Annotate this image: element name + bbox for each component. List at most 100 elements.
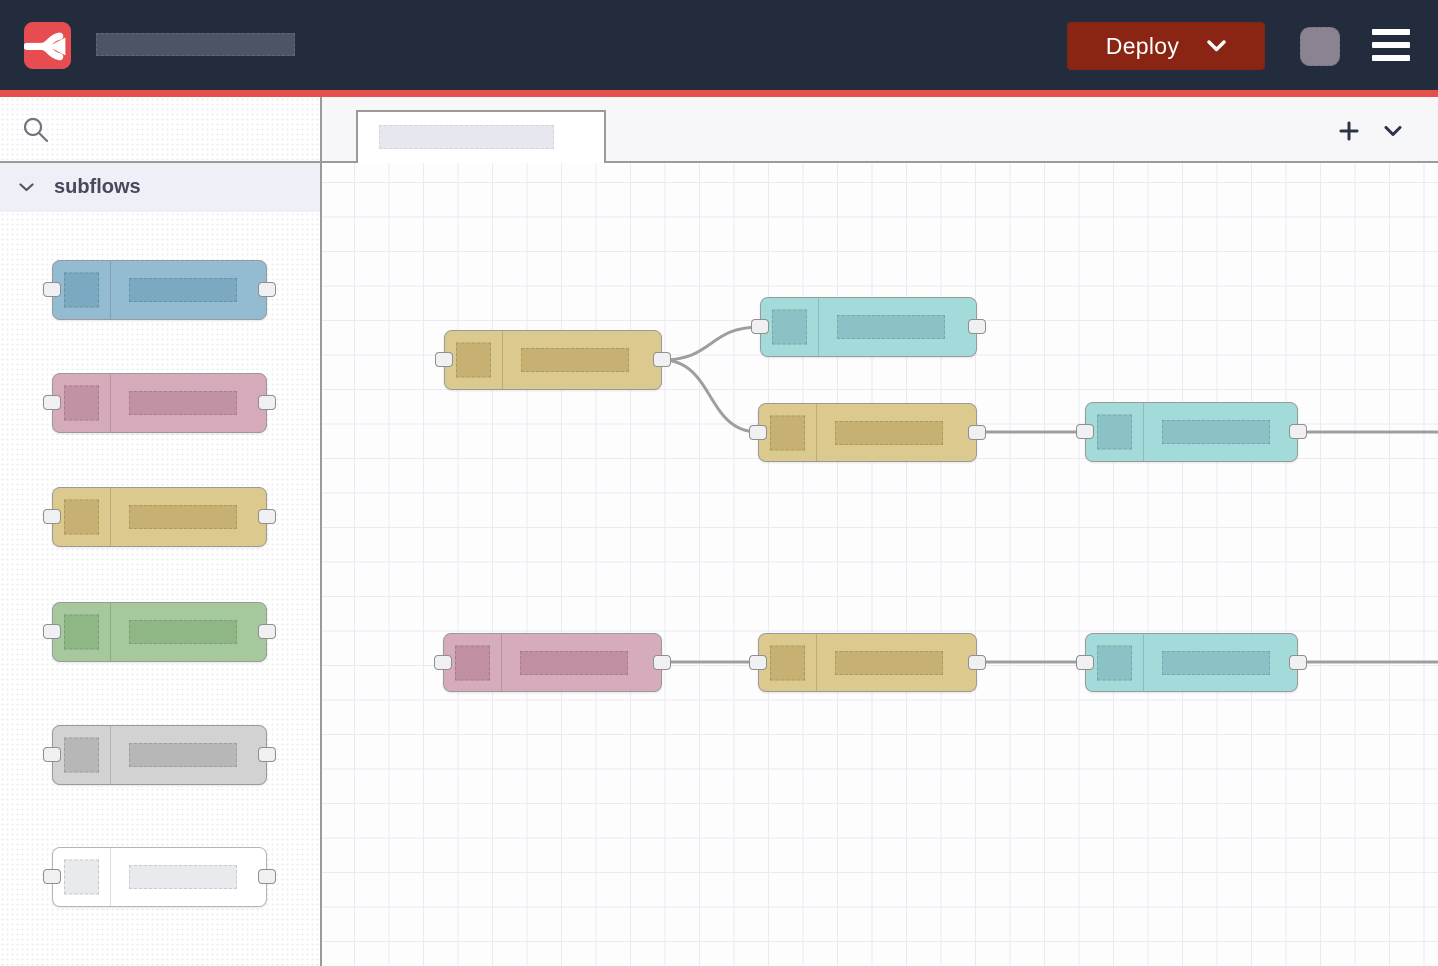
node-label-placeholder bbox=[129, 278, 237, 302]
palette-sidebar: subflows bbox=[0, 97, 322, 966]
wire-layer bbox=[660, 325, 1438, 664]
node-port-input[interactable] bbox=[751, 319, 769, 334]
node-icon-zone bbox=[759, 404, 817, 461]
deploy-button-label: Deploy bbox=[1105, 32, 1180, 59]
node-port-input[interactable] bbox=[1076, 424, 1094, 439]
tab-list-button[interactable] bbox=[1380, 118, 1406, 144]
node-icon-placeholder bbox=[770, 645, 805, 680]
node-icon-zone bbox=[759, 634, 817, 691]
chevron-down-icon bbox=[19, 183, 34, 192]
node-label-placeholder bbox=[837, 315, 945, 339]
node-label-placeholder bbox=[835, 420, 943, 445]
node-icon-zone bbox=[53, 726, 111, 784]
palette-node-gray[interactable] bbox=[43, 725, 276, 785]
node-port-input[interactable] bbox=[434, 654, 452, 670]
main-menu-button[interactable] bbox=[1372, 27, 1410, 63]
node-label-placeholder bbox=[129, 865, 237, 889]
node-icon-zone bbox=[1086, 403, 1144, 461]
node-label-placeholder bbox=[129, 391, 237, 415]
node-red-logo-icon bbox=[23, 32, 66, 61]
node-icon-placeholder bbox=[1097, 645, 1132, 680]
node-port-output[interactable] bbox=[968, 654, 986, 670]
node-icon-zone bbox=[53, 374, 111, 432]
node-port-output[interactable] bbox=[653, 654, 671, 670]
node-icon-zone bbox=[53, 488, 111, 546]
chevron-down-icon bbox=[1384, 126, 1402, 136]
flow-tab-active[interactable] bbox=[356, 110, 606, 165]
node-label-placeholder bbox=[520, 650, 628, 675]
palette-category-label: subflows bbox=[54, 176, 141, 198]
user-avatar[interactable] bbox=[1300, 27, 1340, 66]
node-port-input[interactable] bbox=[1076, 654, 1094, 670]
node-icon-zone bbox=[53, 603, 111, 661]
node-port-output[interactable] bbox=[653, 352, 671, 367]
flow-tab-strip bbox=[322, 97, 1438, 165]
node-port-output bbox=[258, 747, 276, 762]
node-port-input bbox=[43, 624, 61, 639]
flow-node-cyan-3[interactable] bbox=[1076, 633, 1307, 692]
node-port-output bbox=[258, 624, 276, 639]
flow-node-cyan-2[interactable] bbox=[1076, 402, 1307, 462]
flow-node-yellow-3[interactable] bbox=[749, 633, 986, 692]
flow-node-pink-1[interactable] bbox=[434, 633, 671, 692]
node-port-output bbox=[258, 869, 276, 884]
palette-search-row bbox=[0, 97, 320, 163]
search-icon[interactable] bbox=[22, 116, 50, 144]
node-port-output bbox=[258, 509, 276, 524]
flow-node-cyan-1[interactable] bbox=[751, 297, 986, 357]
node-port-input[interactable] bbox=[749, 424, 767, 440]
node-port-input bbox=[43, 869, 61, 884]
workspace-title-placeholder bbox=[96, 33, 295, 56]
plus-icon bbox=[1339, 121, 1359, 141]
node-icon-placeholder bbox=[64, 272, 99, 308]
palette-node-pink[interactable] bbox=[43, 373, 276, 433]
flow-tab-title-placeholder bbox=[379, 125, 554, 149]
node-icon-placeholder bbox=[772, 309, 807, 345]
palette-node-blue[interactable] bbox=[43, 260, 276, 320]
node-port-input[interactable] bbox=[749, 654, 767, 670]
node-icon-zone bbox=[53, 261, 111, 319]
node-port-input[interactable] bbox=[435, 352, 453, 367]
node-icon-placeholder bbox=[64, 499, 99, 535]
palette-node-yellow[interactable] bbox=[43, 487, 276, 547]
add-flow-button[interactable] bbox=[1336, 118, 1362, 144]
palette-category-subflows[interactable]: subflows bbox=[0, 163, 320, 212]
node-icon-zone bbox=[445, 331, 503, 389]
flow-canvas[interactable] bbox=[322, 163, 1438, 966]
node-icon-placeholder bbox=[64, 737, 99, 773]
deploy-chevron-down-icon bbox=[1207, 40, 1226, 52]
node-label-placeholder bbox=[521, 348, 629, 372]
node-port-output[interactable] bbox=[968, 319, 986, 334]
node-label-placeholder bbox=[1162, 420, 1270, 444]
flow-node-yellow-1[interactable] bbox=[435, 330, 671, 390]
node-label-placeholder bbox=[129, 620, 237, 644]
node-port-output[interactable] bbox=[968, 424, 986, 440]
node-port-output[interactable] bbox=[1289, 424, 1307, 439]
app-logo bbox=[23, 22, 71, 69]
node-port-input bbox=[43, 747, 61, 762]
node-icon-placeholder bbox=[456, 342, 491, 378]
palette-node-white[interactable] bbox=[43, 847, 276, 907]
hamburger-icon bbox=[1372, 29, 1410, 35]
node-icon-placeholder bbox=[64, 614, 99, 650]
palette-node-list bbox=[0, 212, 320, 966]
node-port-output bbox=[258, 395, 276, 410]
wire[interactable] bbox=[660, 325, 762, 362]
node-port-input bbox=[43, 395, 61, 410]
node-port-output[interactable] bbox=[1289, 654, 1307, 670]
node-icon-placeholder bbox=[1097, 414, 1132, 450]
node-port-input bbox=[43, 509, 61, 524]
flow-node-yellow-2[interactable] bbox=[749, 403, 986, 462]
node-port-output bbox=[258, 282, 276, 297]
node-icon-zone bbox=[761, 298, 819, 356]
wire[interactable] bbox=[660, 358, 760, 434]
node-port-input bbox=[43, 282, 61, 297]
node-icon-zone bbox=[1086, 634, 1144, 691]
node-label-placeholder bbox=[1162, 650, 1270, 675]
node-icon-placeholder bbox=[64, 859, 99, 895]
node-icon-zone bbox=[53, 848, 111, 906]
node-icon-placeholder bbox=[64, 385, 99, 421]
palette-node-green[interactable] bbox=[43, 602, 276, 662]
deploy-button[interactable]: Deploy bbox=[1067, 22, 1265, 70]
node-label-placeholder bbox=[129, 505, 237, 529]
